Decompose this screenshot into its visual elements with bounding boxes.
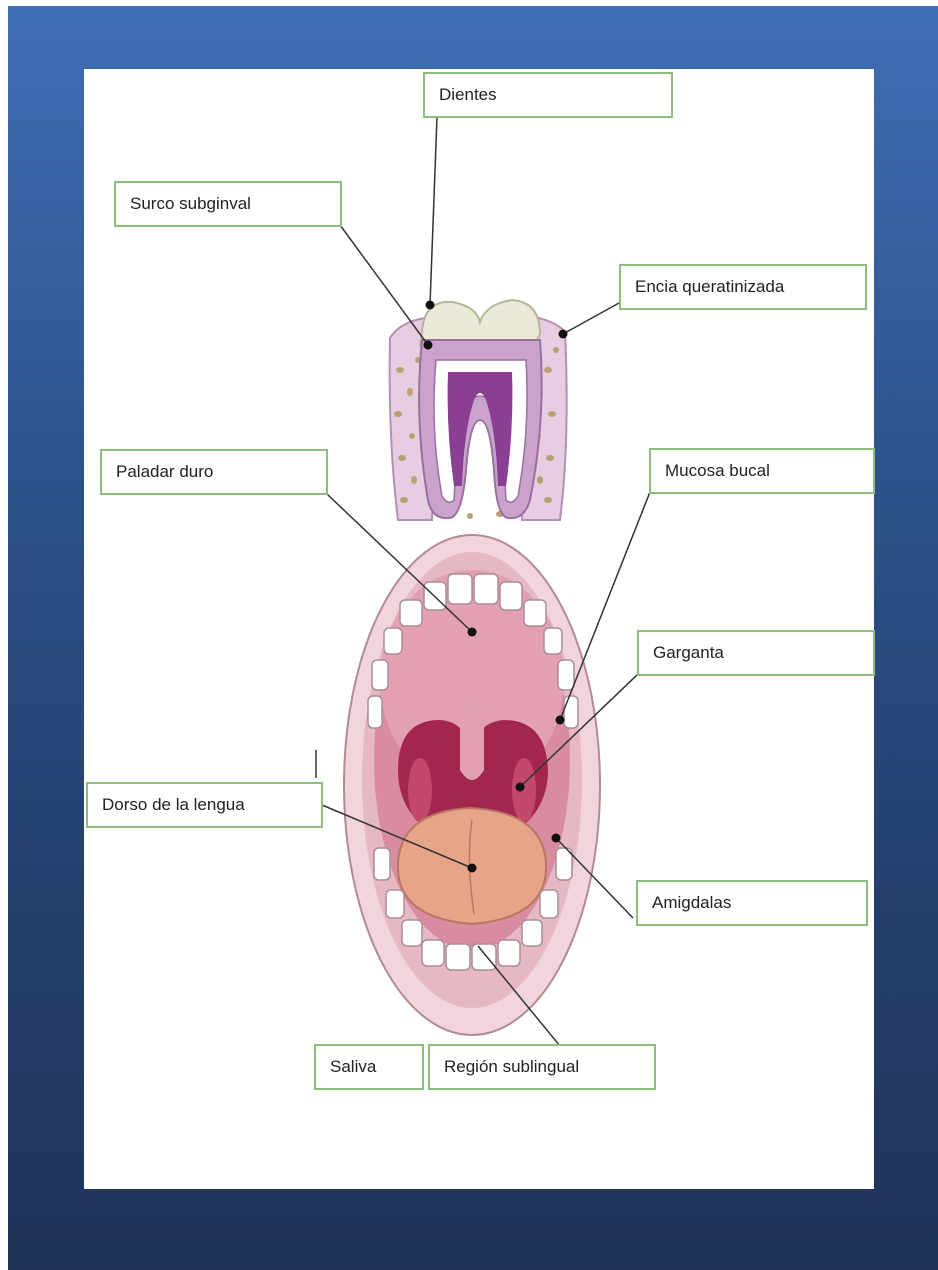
open-mouth xyxy=(344,535,600,1035)
marker-dientes xyxy=(426,301,435,310)
label-garganta: Garganta xyxy=(637,630,875,676)
label-saliva: Saliva xyxy=(314,1044,424,1090)
label-dientes: Dientes xyxy=(423,72,673,118)
marker-dorso xyxy=(468,864,477,873)
marker-amigdalas xyxy=(552,834,561,843)
marker-garganta xyxy=(516,783,525,792)
label-paladar-duro: Paladar duro xyxy=(100,449,328,495)
tonsil-right xyxy=(512,758,536,822)
label-mucosa-bucal: Mucosa bucal xyxy=(649,448,875,494)
label-encia-queratinizada: Encia queratinizada xyxy=(619,264,867,310)
leader-mucosa xyxy=(560,492,650,720)
label-surco-subgingival: Surco subginval xyxy=(114,181,342,227)
label-dorso-lengua: Dorso de la lengua xyxy=(86,782,323,828)
uvula xyxy=(460,710,484,780)
leader-surco xyxy=(340,225,428,345)
label-amigdalas: Amigdalas xyxy=(636,880,868,926)
leader-encia xyxy=(563,303,619,334)
tooth-pulp xyxy=(448,372,513,486)
tonsil-left xyxy=(408,758,432,822)
leader-dientes xyxy=(430,117,437,305)
marker-encia xyxy=(559,330,568,339)
marker-surco xyxy=(424,341,433,350)
marker-mucosa xyxy=(556,716,565,725)
marker-paladar xyxy=(468,628,477,637)
label-region-sublingual: Región sublingual xyxy=(428,1044,656,1090)
